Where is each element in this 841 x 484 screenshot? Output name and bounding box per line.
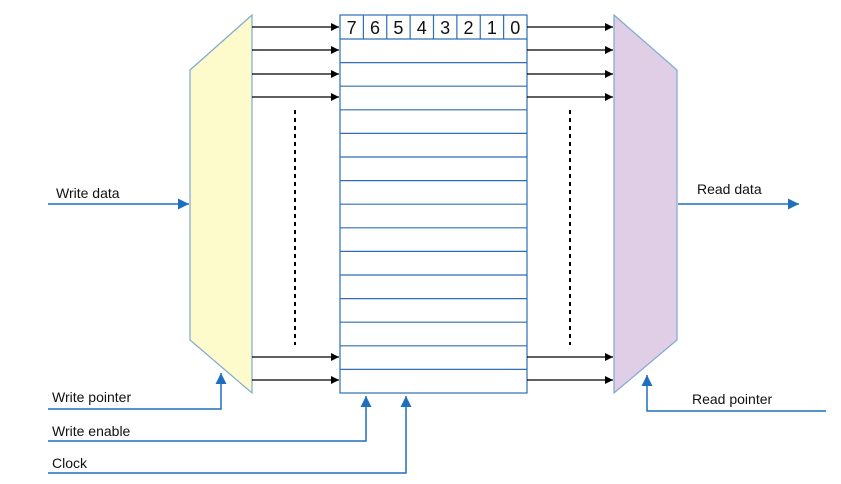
bit-label: 6 (370, 18, 380, 38)
write-pointer-label: Write pointer (52, 389, 131, 405)
read-mux (613, 13, 678, 395)
data-path-arrows (252, 23, 613, 384)
clock-line (48, 396, 412, 474)
write-data-label: Write data (56, 185, 120, 201)
bit-label: 1 (487, 18, 497, 38)
write-mux (189, 13, 253, 395)
bit-label: 0 (510, 18, 520, 38)
read-data-label: Read data (697, 181, 762, 197)
read-pointer-label: Read pointer (692, 391, 773, 407)
bit-label: 7 (347, 18, 357, 38)
clock-label: Clock (52, 455, 88, 471)
bit-label: 3 (440, 18, 450, 38)
read-pointer-line (641, 375, 826, 412)
write-enable-line (48, 396, 372, 442)
bit-label: 2 (464, 18, 474, 38)
bit-label: 4 (417, 18, 427, 38)
register-rows (340, 38, 527, 370)
bit-label: 5 (393, 18, 403, 38)
write-enable-label: Write enable (52, 423, 131, 439)
write-pointer-line (48, 373, 227, 410)
